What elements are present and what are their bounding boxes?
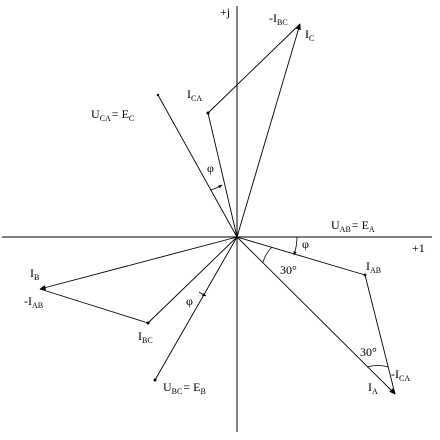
vector-i-c bbox=[236, 23, 301, 238]
vector-u-ca bbox=[157, 94, 238, 238]
imag-axis-label: +j bbox=[220, 5, 230, 19]
label-neg-i-ca: -ICA bbox=[391, 367, 410, 383]
vector-i-ab bbox=[236, 236, 366, 276]
label-u-ca: UCA= EC bbox=[91, 107, 134, 123]
vector-neg-i-ca bbox=[364, 274, 396, 395]
angle-phi-ca: φ bbox=[207, 161, 214, 175]
arc-phi-ab bbox=[293, 236, 298, 256]
dot-i-bc bbox=[146, 321, 150, 325]
dot-u-bc bbox=[153, 378, 157, 382]
label-i-ab: IAB bbox=[366, 259, 381, 275]
arc-30-center bbox=[262, 246, 273, 263]
label-u-ab: UAB= EA bbox=[331, 218, 375, 234]
dot-u-ca bbox=[156, 93, 160, 97]
real-axis-label: +1 bbox=[412, 241, 425, 255]
label-i-a: IA bbox=[368, 380, 378, 396]
label-u-bc: UBC= EB bbox=[163, 380, 206, 396]
vector-i-b bbox=[39, 236, 238, 290]
label-i-b: IB bbox=[30, 266, 39, 282]
label-neg-i-bc: -IBC bbox=[269, 11, 288, 27]
vector-i-ca bbox=[207, 112, 238, 238]
angle-30-ia: 30° bbox=[360, 345, 377, 359]
arc-phi-bc bbox=[198, 291, 207, 297]
dot-i-ab bbox=[363, 273, 367, 277]
arc-30-ia bbox=[366, 365, 389, 368]
label-i-bc: IBC bbox=[138, 329, 153, 345]
label-neg-i-ab: -IAB bbox=[24, 294, 43, 310]
dot-i-ca bbox=[206, 111, 210, 115]
vector-neg-i-bc bbox=[207, 23, 301, 114]
angle-phi-bc: φ bbox=[186, 294, 193, 308]
angle-30-center: 30° bbox=[280, 263, 297, 277]
label-i-c: IC bbox=[305, 27, 314, 43]
vector-i-bc bbox=[147, 236, 238, 324]
vector-i-a bbox=[236, 236, 396, 395]
arc-phi-ca bbox=[210, 184, 223, 191]
angle-phi-ab: φ bbox=[302, 237, 309, 251]
vector-neg-i-ab bbox=[39, 288, 149, 324]
label-i-ca: ICA bbox=[187, 87, 202, 103]
vector-u-bc bbox=[154, 236, 238, 381]
